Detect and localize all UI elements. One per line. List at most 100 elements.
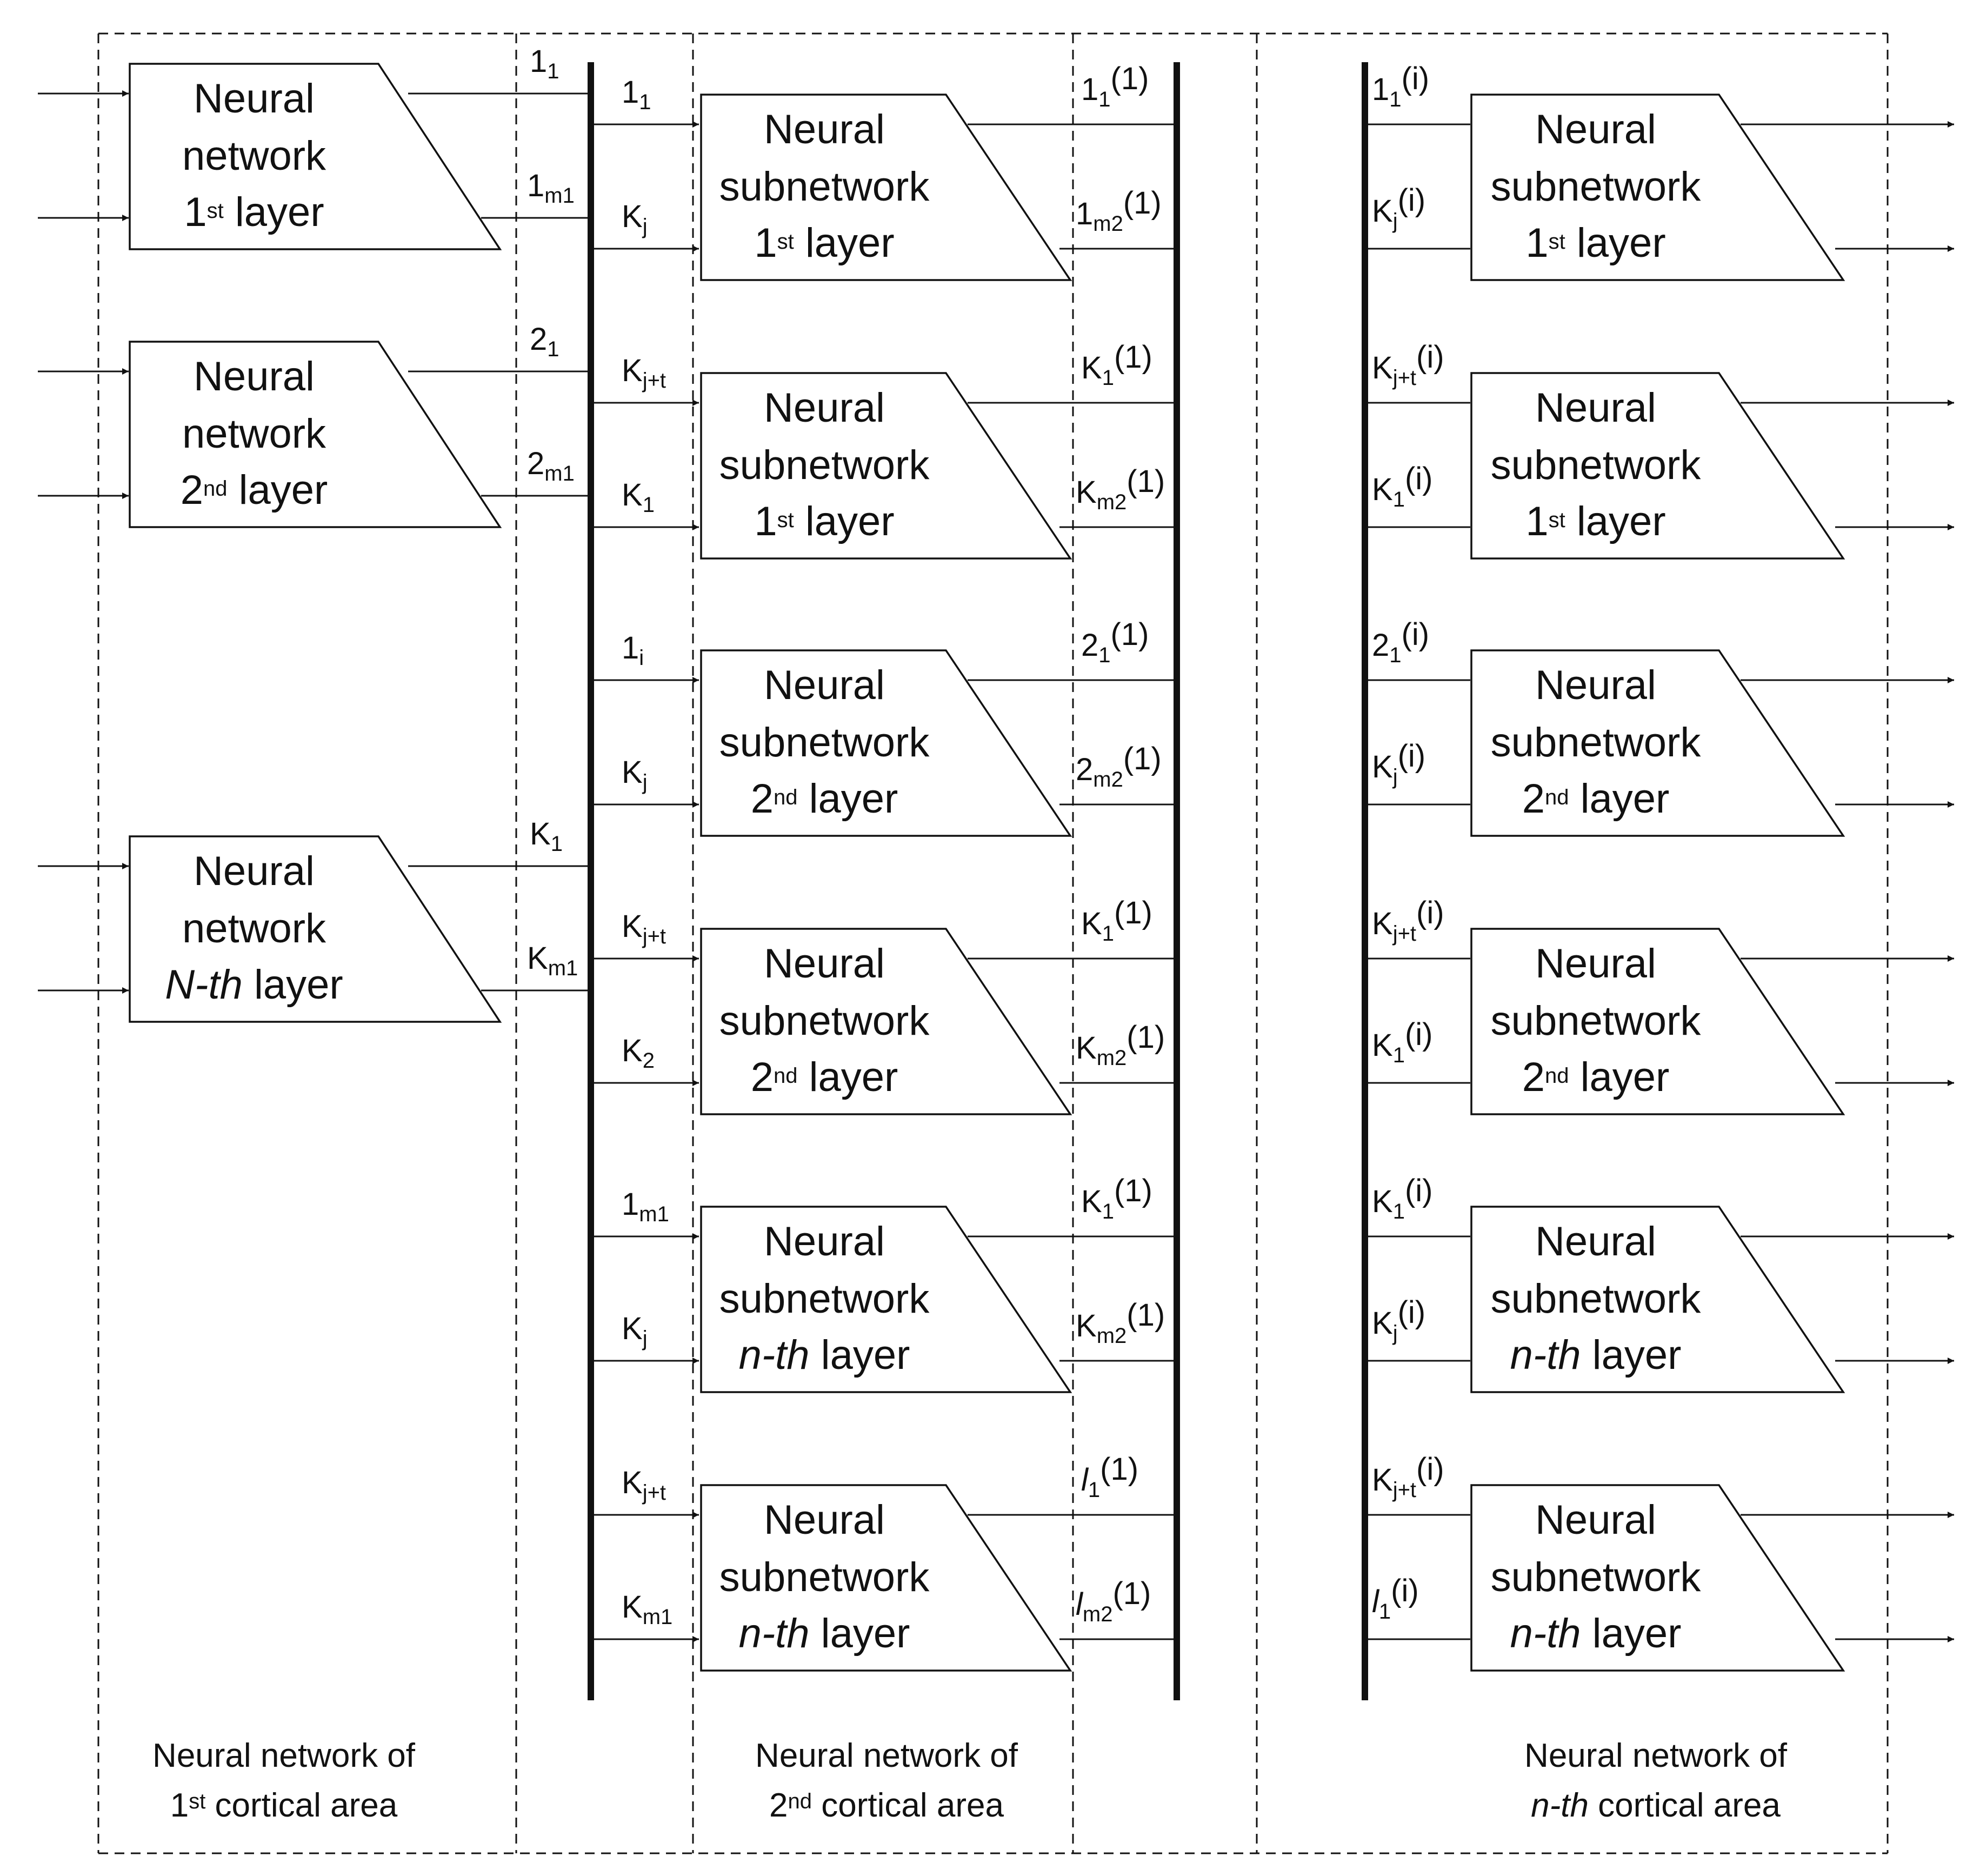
text-span: (i) — [1416, 1452, 1444, 1487]
signal-labels: 111m1212m1K1Km111Kj11(1)1m2(1)11(i)Kj(i)… — [527, 44, 1444, 1629]
text-span: l — [1081, 1462, 1089, 1498]
text-span: (i) — [1405, 1173, 1433, 1208]
text-span: n-th — [739, 1611, 810, 1657]
text-span: K — [1081, 350, 1102, 385]
block-title-line1: Neural — [1535, 1497, 1656, 1543]
text-span: 2 — [1522, 776, 1545, 822]
text-span: st — [777, 230, 794, 254]
signal-wires — [38, 90, 1954, 1642]
area-caption-line1: Neural network of — [152, 1737, 416, 1774]
text-span: 1 — [551, 832, 563, 856]
text-span: 1 — [1525, 220, 1548, 266]
text-span: j — [642, 1327, 648, 1351]
block-title-line2: subnetwork — [1491, 1554, 1702, 1600]
block-layer-line: 1st layer — [1525, 220, 1665, 266]
second-area-block — [700, 1206, 1072, 1393]
text-span: nd — [203, 477, 228, 501]
text-span: K — [622, 353, 643, 388]
block-layer-line: n-th layer — [1510, 1611, 1682, 1657]
block-layer-line: N-th layer — [165, 962, 343, 1008]
text-span: 1 — [1098, 643, 1110, 667]
first-area-block — [129, 63, 502, 250]
text-span: (1) — [1112, 1576, 1151, 1611]
text-span: m2 — [1097, 1324, 1127, 1348]
text-span: 2 — [530, 322, 547, 357]
block-layer-line: n-th layer — [1510, 1332, 1682, 1378]
text-span: Neural — [194, 76, 315, 122]
nth-area-input-label-top: Kj+t(i) — [1372, 895, 1444, 946]
text-span: i — [639, 646, 644, 670]
second-area-block — [700, 649, 1072, 837]
text-span: 1 — [1372, 72, 1389, 107]
text-span: Neural — [194, 848, 315, 894]
text-span: layer — [227, 467, 328, 513]
text-span: (1) — [1114, 895, 1152, 930]
text-span: nd — [774, 786, 798, 809]
block-title-line1: Neural — [1535, 1219, 1656, 1265]
block-layer-line: 1st layer — [184, 189, 324, 235]
text-span: layer — [1569, 776, 1669, 822]
text-span: j — [642, 215, 648, 238]
text-span: j+t — [1392, 922, 1416, 946]
block-layer-line: 2nd layer — [1522, 1054, 1670, 1100]
text-span: 1 — [530, 44, 547, 79]
text-span: K — [1372, 1184, 1393, 1219]
second-area-input-label-top: Kj+t — [622, 1465, 666, 1505]
block-title-line1: Neural — [764, 662, 885, 708]
text-span: (1) — [1111, 617, 1149, 652]
text-span: layer — [1581, 1332, 1682, 1378]
second-area-input-label-bottom: Kj — [622, 199, 648, 238]
second-area-block — [700, 372, 1072, 560]
text-span: j — [1392, 1321, 1398, 1345]
block-title-line1: Neural — [194, 76, 315, 122]
text-span: Neural — [764, 385, 885, 431]
text-span: j — [1392, 209, 1398, 233]
text-span: Neural — [1535, 1219, 1656, 1265]
text-span: 2 — [527, 446, 544, 481]
text-span: m1 — [544, 462, 575, 485]
second-area-input-label-bottom: K1 — [622, 477, 655, 517]
first-area-block — [129, 341, 502, 528]
text-span: 1 — [1393, 488, 1405, 511]
block-title-line1: Neural — [764, 107, 885, 152]
text-span: K — [622, 1589, 643, 1625]
first-area-output-label-bottom: Km1 — [527, 941, 578, 980]
text-span: cortical area — [205, 1787, 397, 1824]
second-area-block — [700, 1484, 1072, 1672]
block-layer-line: 2nd layer — [751, 776, 898, 822]
text-span: 1 — [184, 189, 206, 235]
text-span: 2 — [181, 467, 203, 513]
second-area-input-label-bottom: Km1 — [622, 1589, 672, 1629]
text-span: N-th — [165, 962, 243, 1008]
nth-area-input-label-bottom: K1(i) — [1372, 1017, 1432, 1067]
text-span: subnetwork — [1491, 720, 1702, 766]
text-span: nd — [1545, 786, 1569, 809]
area-frames — [97, 32, 1889, 1854]
text-span: 1 — [1098, 88, 1110, 111]
block-title-line2: subnetwork — [719, 442, 930, 488]
text-span: K — [1372, 194, 1393, 229]
block-layer-line: n-th layer — [739, 1611, 910, 1657]
block-title-line1: Neural — [194, 848, 315, 894]
text-span: m2 — [1093, 212, 1123, 236]
first-area-output-label-top: K1 — [530, 816, 563, 856]
text-span: Neural — [1535, 107, 1656, 152]
text-span: 1 — [1088, 1478, 1100, 1502]
text-span: Neural — [764, 1219, 885, 1265]
text-span: 1 — [1102, 366, 1114, 390]
text-span: K — [1081, 1184, 1102, 1219]
text-span: 1 — [547, 337, 559, 361]
block-layer-line: n-th layer — [739, 1332, 910, 1378]
first-area-output-label-bottom: 2m1 — [527, 446, 575, 485]
text-span: j+t — [1392, 1478, 1416, 1502]
text-span: subnetwork — [719, 998, 930, 1044]
text-span: l — [1076, 1587, 1084, 1622]
text-span: layer — [794, 498, 895, 544]
second-area-output-label-bottom: Km2(1) — [1076, 1298, 1165, 1348]
block-title-line1: Neural — [1535, 107, 1656, 152]
text-span: st — [777, 508, 794, 532]
text-span: K — [1076, 1308, 1097, 1343]
text-span: subnetwork — [1491, 164, 1702, 210]
text-span: subnetwork — [719, 164, 930, 210]
block-title-line2: subnetwork — [719, 998, 930, 1044]
